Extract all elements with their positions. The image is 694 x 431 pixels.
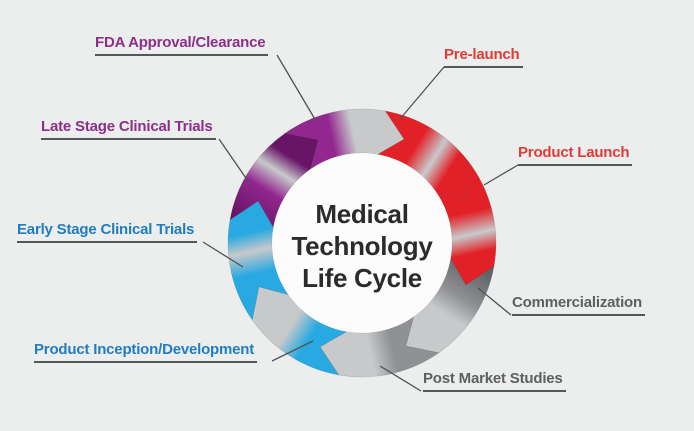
diagram-title: Medical Technology Life Cycle (252, 198, 472, 294)
leader-line-commercialization (477, 287, 512, 316)
stage-label-product-inception-development: Product Inception/Development (34, 341, 258, 363)
stage-label-commercialization: Commercialization (512, 294, 645, 316)
leader-line-pre-launch (399, 66, 445, 120)
center-circle (272, 153, 452, 333)
leader-line-product-inception-development (271, 340, 314, 362)
diagram-title-line-2: Technology (291, 231, 433, 261)
stage-label-late-stage-clinical-trials: Late Stage Clinical Trials (41, 118, 216, 140)
leader-line-early-stage-clinical-trials (202, 241, 244, 268)
diagram-title-line-1: Medical (315, 199, 409, 229)
ring-segment-group (227, 108, 497, 378)
stage-label-post-market-studies: Post Market Studies (423, 370, 566, 392)
leader-line-fda-approval-clearance (276, 54, 317, 122)
stage-label-product-launch: Product Launch (518, 144, 633, 166)
leader-line-late-stage-clinical-trials (218, 138, 251, 185)
leader-line-post-market-studies (379, 365, 422, 392)
leader-line-product-launch (483, 164, 519, 186)
leader-line-group (202, 54, 519, 392)
stage-label-early-stage-clinical-trials: Early Stage Clinical Trials (17, 221, 198, 243)
diagram-title-line-3: Life Cycle (302, 263, 422, 293)
stage-label-pre-launch: Pre-launch (444, 46, 523, 68)
stage-label-fda-approval-clearance: FDA Approval/Clearance (95, 34, 269, 56)
